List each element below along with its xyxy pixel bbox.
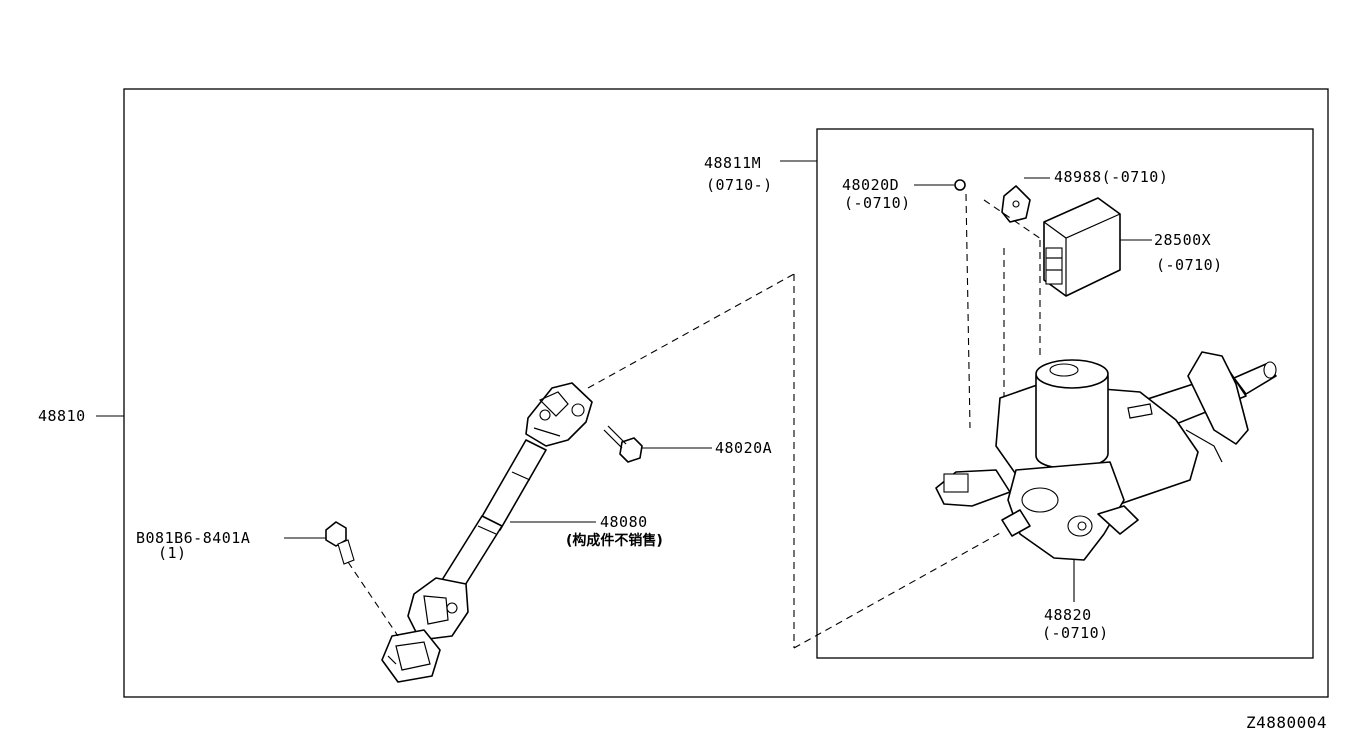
outer-frame xyxy=(123,88,1329,698)
nut-period: (-0710) xyxy=(844,194,911,212)
shaft-label: 48080 xyxy=(600,513,648,531)
inner-frame xyxy=(816,128,1314,659)
bolt-48020a xyxy=(603,425,643,463)
projection-line-bottom xyxy=(793,531,1003,649)
lower-bolt-label: B081B6-8401A xyxy=(136,529,250,547)
assembly-label: 48810 xyxy=(38,407,86,425)
shaft-note: (构成件不销售) xyxy=(566,532,663,549)
bracket-48988 xyxy=(1001,185,1031,223)
steering-column xyxy=(935,351,1277,561)
column-label: 48820 xyxy=(1044,606,1092,624)
projection-line-top xyxy=(587,273,795,389)
nut-label: 48020D xyxy=(842,176,899,194)
diagram-id: Z4880004 xyxy=(1246,713,1327,732)
lower-bolt xyxy=(325,521,355,565)
ecu-period: (-0710) xyxy=(1156,256,1223,274)
lower-bolt-qty: (1) xyxy=(158,544,187,562)
bracket-label: 48988(-0710) xyxy=(1054,168,1168,186)
nut-dash xyxy=(965,193,971,429)
column-period: (-0710) xyxy=(1042,624,1109,642)
nut-icon xyxy=(954,179,966,191)
bolt-48020a-label: 48020A xyxy=(715,439,772,457)
ecu-label: 28500X xyxy=(1154,231,1211,249)
ecu-28500x xyxy=(1043,197,1121,297)
column-assy-period: (0710-) xyxy=(706,176,773,194)
column-assy-label: 48811M xyxy=(704,154,761,172)
intermediate-shaft xyxy=(381,382,593,683)
lower-bolt-dash xyxy=(347,561,399,637)
